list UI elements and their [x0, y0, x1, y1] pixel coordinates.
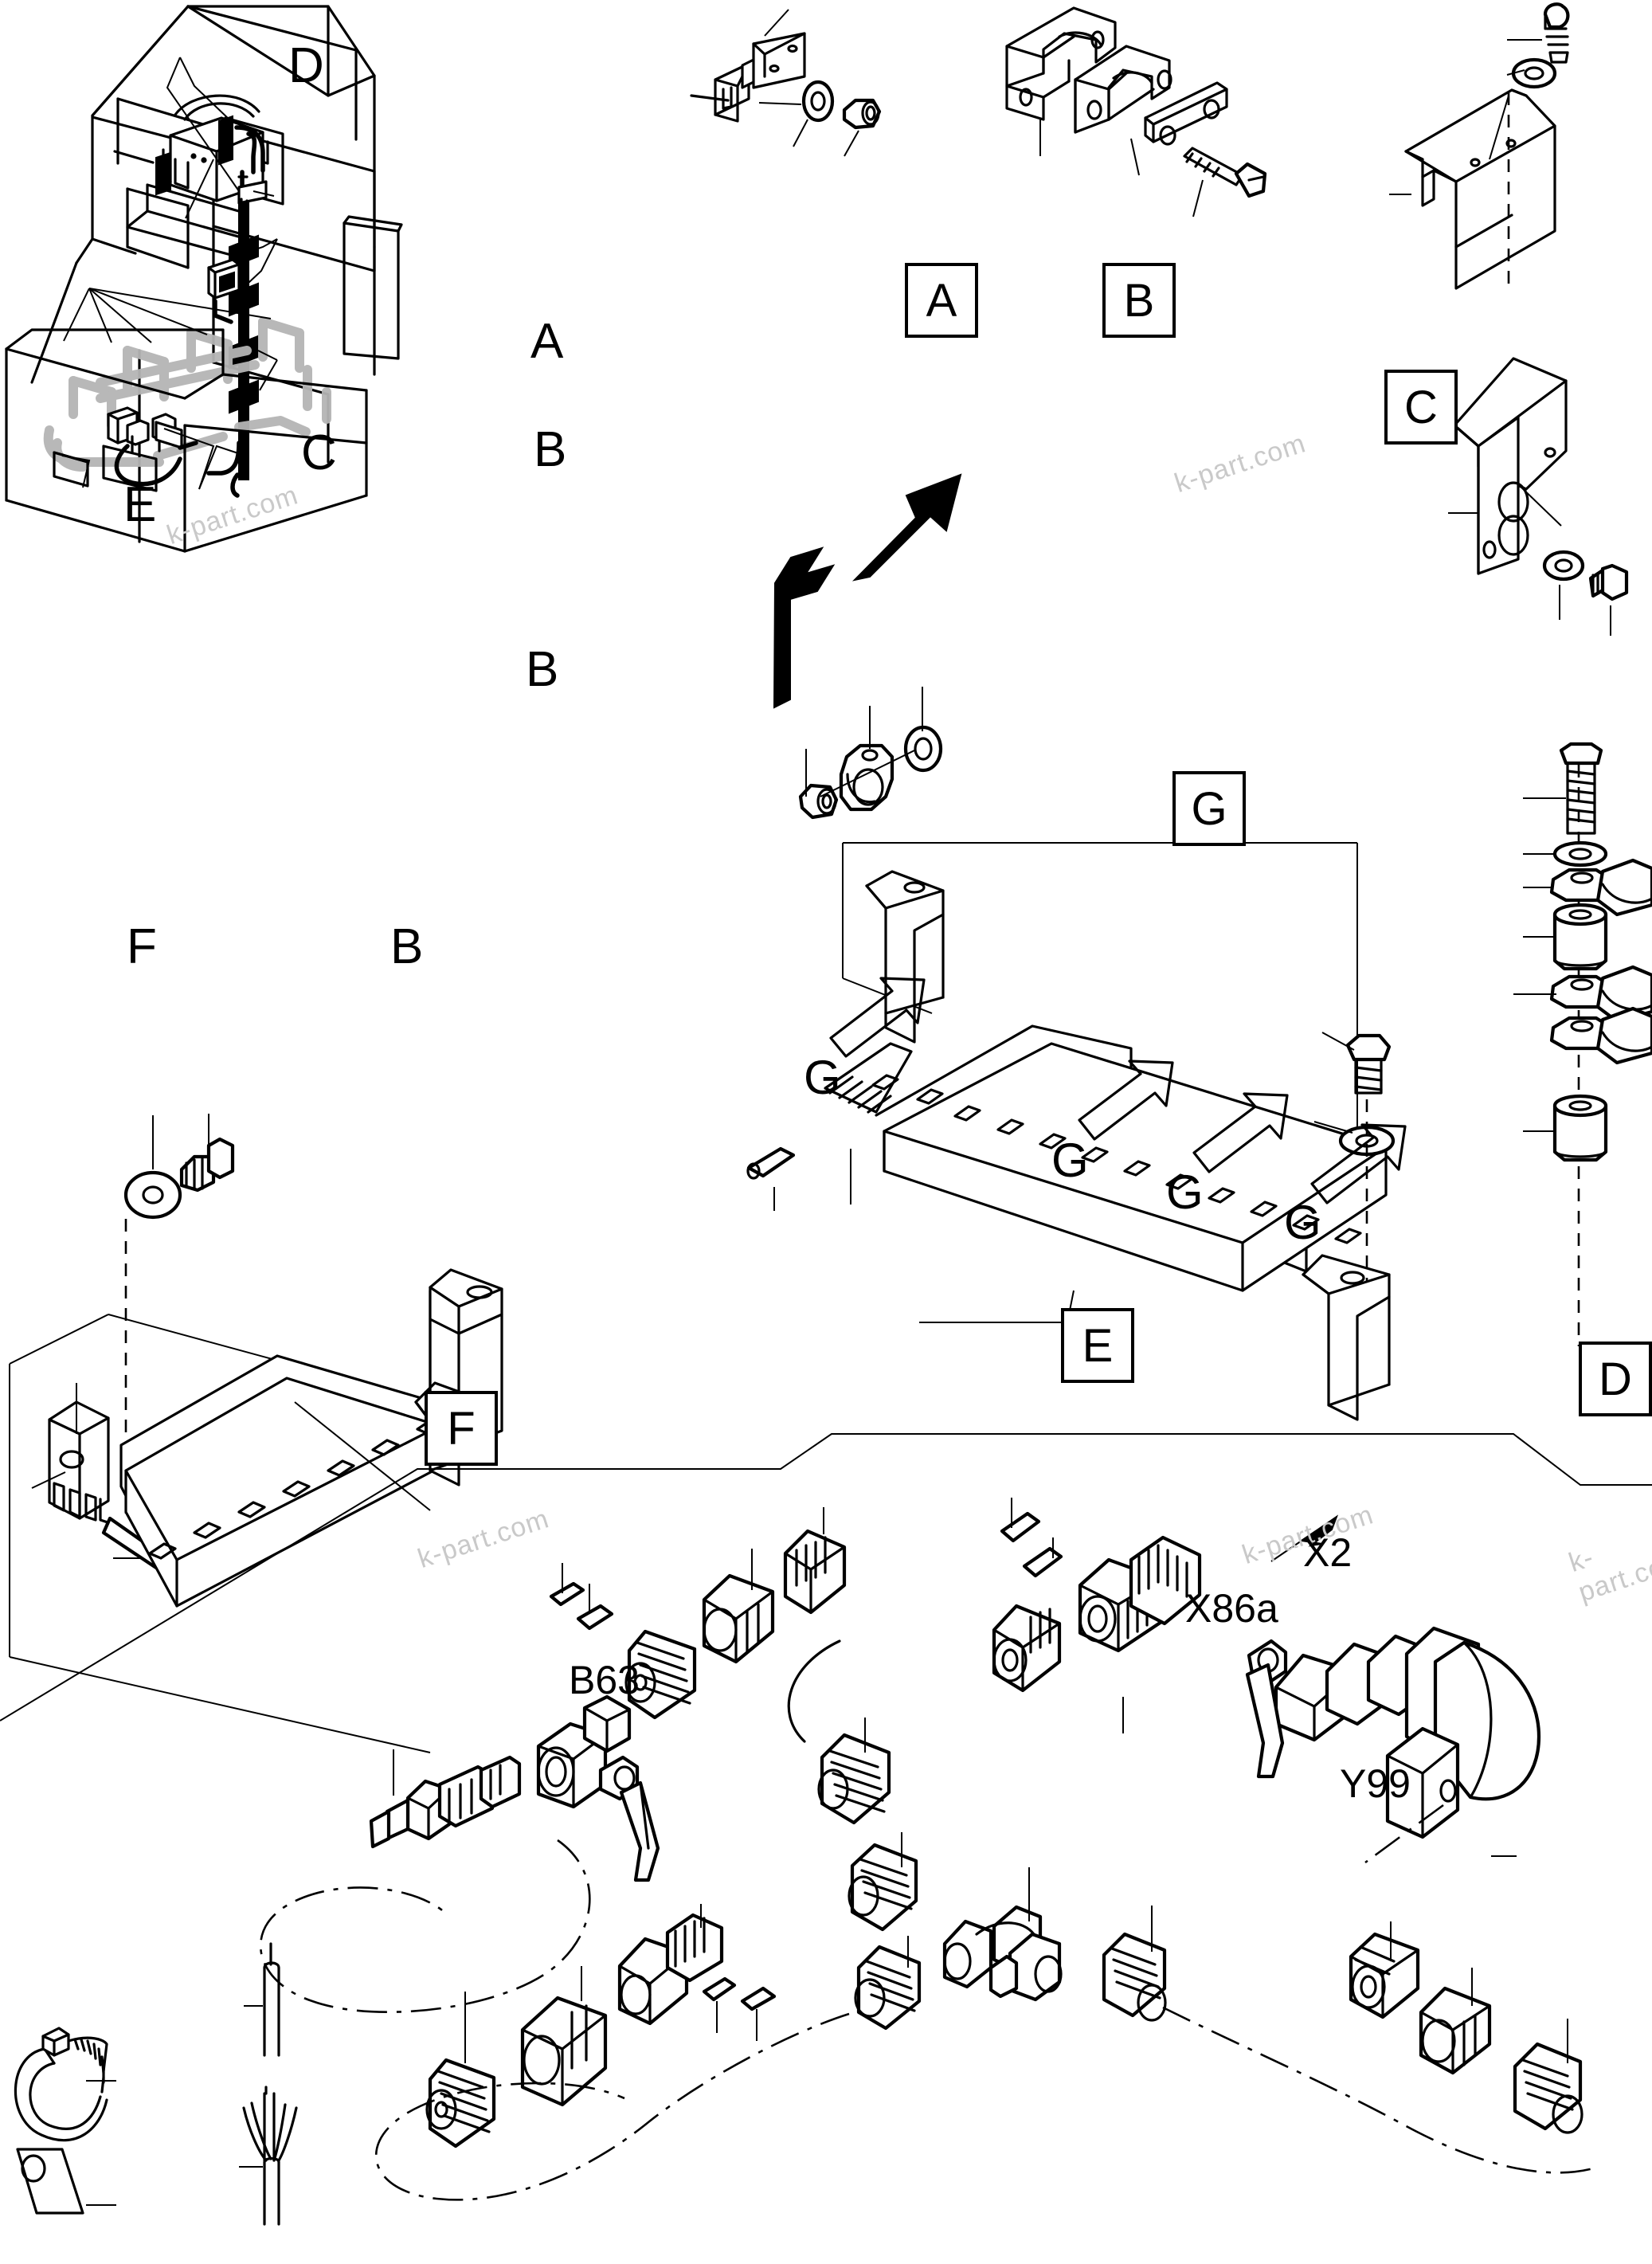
- part-number-b63: B63: [569, 1658, 640, 1702]
- detail-f-bracket: [9, 1114, 503, 1753]
- callout-a: A: [530, 314, 564, 369]
- callout-e: E: [123, 477, 157, 532]
- detail-box-e: E: [1061, 1308, 1134, 1383]
- detail-box-c: C: [1384, 370, 1458, 445]
- g-arrow-label-1: G: [804, 1051, 841, 1104]
- g-arrow-label-3: G: [1166, 1165, 1204, 1219]
- detail-box-b: B: [1102, 263, 1176, 338]
- detail-c-cover-assembly: [1389, 2, 1629, 636]
- hose-fitting-assemblies: [259, 1498, 1594, 2201]
- part-number-y99: Y99: [1340, 1761, 1411, 1806]
- detail-a-bracket-washer-nut: [690, 9, 882, 157]
- detail-e-long-bracket: [746, 842, 1396, 1421]
- callout-b-mid: B: [526, 642, 559, 697]
- g-arrow-label-2: G: [1051, 1134, 1089, 1187]
- detail-d-clamp-stack: [1513, 742, 1652, 1346]
- detail-box-d: D: [1579, 1342, 1652, 1416]
- callout-f: F: [127, 919, 157, 974]
- misc-fasteners: [14, 2027, 116, 2215]
- part-number-x2: X2: [1303, 1530, 1353, 1575]
- g-direction-arrows: [829, 977, 1407, 1204]
- detail-b-split-clamp: [1005, 6, 1267, 217]
- cab-assembly-illustration: [5, 5, 403, 553]
- detail-box-g: G: [1172, 771, 1246, 846]
- g-arrow-label-4: G: [1284, 1196, 1321, 1249]
- callout-b-lower: B: [390, 919, 424, 974]
- wire-and-terminal: [239, 1942, 298, 2226]
- callout-d: D: [288, 38, 324, 93]
- callout-c: C: [301, 425, 337, 480]
- detail-g-clamp-nut-washer: [798, 687, 943, 820]
- detail-box-f: F: [425, 1391, 498, 1466]
- callout-b-upper: B: [534, 422, 567, 477]
- detail-box-a: A: [905, 263, 978, 338]
- bottom-section-frame: [0, 1433, 1652, 1722]
- section-view-marker: [773, 473, 962, 709]
- part-number-x86a: X86a: [1185, 1586, 1278, 1631]
